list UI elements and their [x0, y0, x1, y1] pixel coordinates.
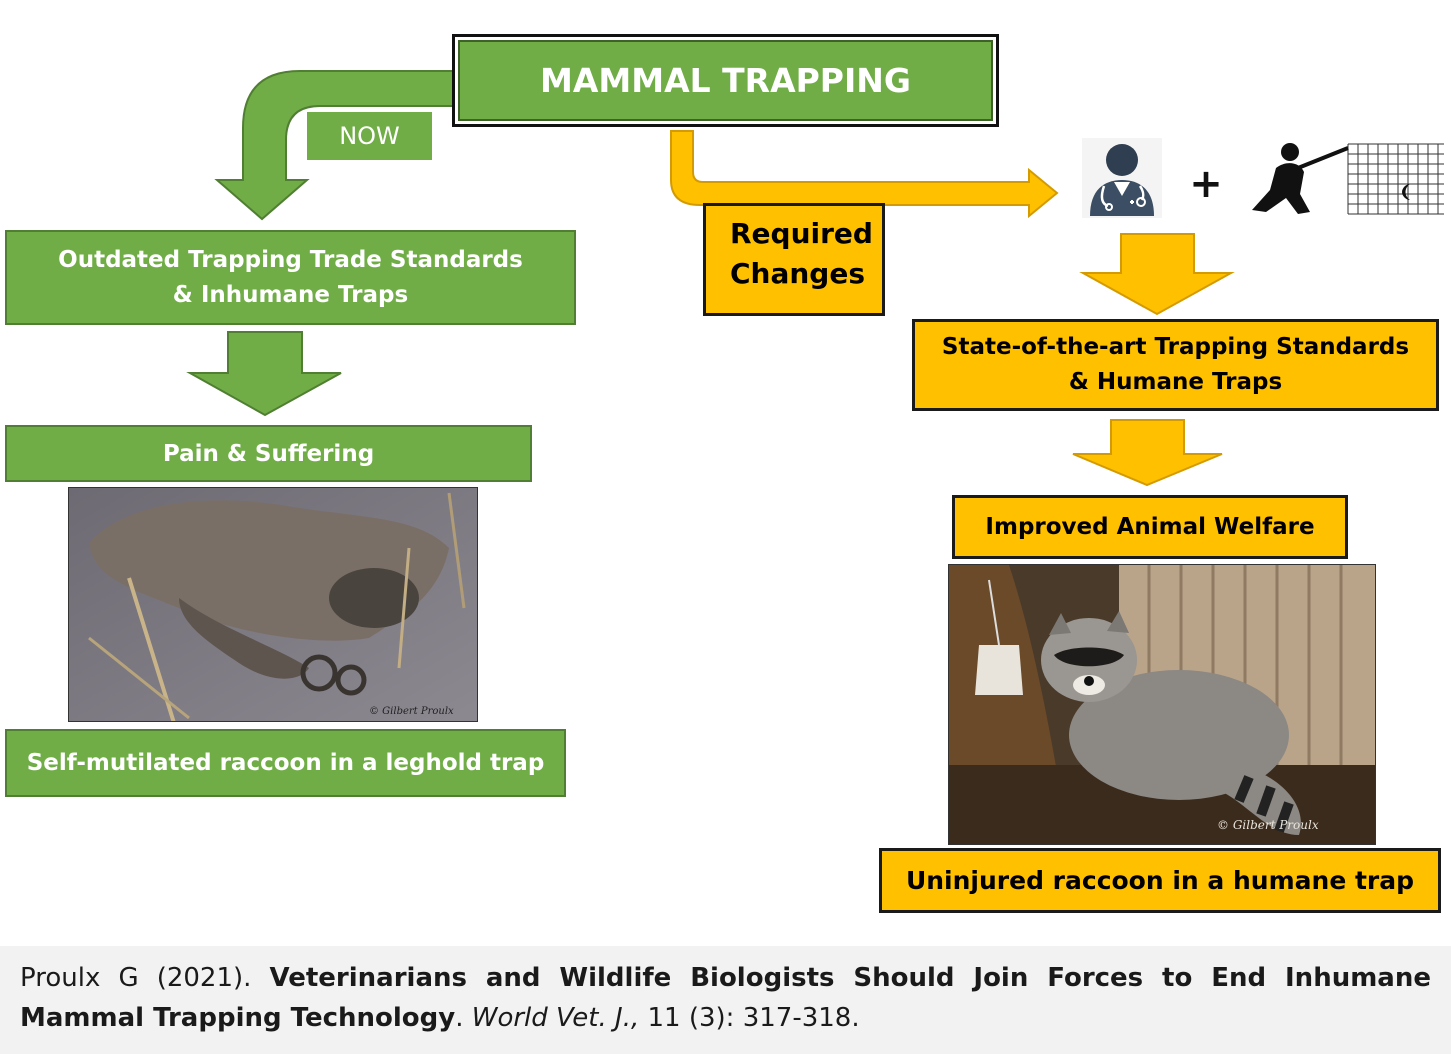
flow-arrows [186, 70, 1235, 487]
leghold-raccoon-photo: © Gilbert Proulx [68, 487, 478, 722]
state-of-the-art-line-1: State-of-the-art Trapping Standards [941, 334, 1410, 360]
now-label: NOW [307, 112, 432, 160]
citation-details: 11 (3): 317-318. [639, 1003, 860, 1033]
citation-journal: World Vet. J., [471, 1003, 640, 1033]
yellow-down-arrow-2 [1072, 419, 1223, 487]
veterinarian-icon [1082, 138, 1162, 218]
citation-author: Proulx G (2021). [20, 963, 270, 993]
yellow-bent-arrow [670, 130, 1059, 219]
left-photo-credit: © Gilbert Proulx [369, 706, 454, 717]
state-of-the-art-box: State-of-the-art Trapping Standards & Hu… [912, 319, 1439, 411]
wildlife-biologist-trapping-icon [1238, 138, 1444, 216]
title-box: MAMMAL TRAPPING [458, 40, 993, 121]
humane-trap-raccoon-photo: © Gilbert Proulx [948, 564, 1376, 845]
plus-sign: + [1189, 161, 1223, 207]
pain-suffering-box: Pain & Suffering [5, 425, 532, 482]
right-photo-credit: © Gilbert Proulx [1217, 818, 1319, 832]
right-caption-box: Uninjured raccoon in a humane trap [879, 848, 1441, 913]
title-box-frame: MAMMAL TRAPPING [452, 34, 999, 127]
outdated-standards-line-1: Outdated Trapping Trade Standards [58, 246, 523, 273]
required-changes-line-1: Required [730, 217, 873, 250]
citation-separator: . [455, 1003, 472, 1033]
green-down-arrow [186, 331, 342, 417]
outdated-standards-line-2: & Inhumane Traps [172, 281, 409, 308]
left-caption-box: Self-mutilated raccoon in a leghold trap [5, 729, 566, 797]
required-changes-box: Required Changes [703, 203, 885, 316]
yellow-down-arrow-1 [1079, 233, 1235, 316]
citation: Proulx G (2021). Veterinarians and Wildl… [0, 946, 1451, 1054]
citation-title: Veterinarians and Wildlife Biologists Sh… [20, 963, 1431, 1033]
state-of-the-art-line-2: & Humane Traps [1068, 369, 1283, 395]
required-changes-line-2: Changes [730, 257, 866, 290]
green-curved-arrow [214, 70, 459, 221]
improved-welfare-box: Improved Animal Welfare [952, 495, 1348, 559]
outdated-standards-box: Outdated Trapping Trade Standards & Inhu… [5, 230, 576, 325]
